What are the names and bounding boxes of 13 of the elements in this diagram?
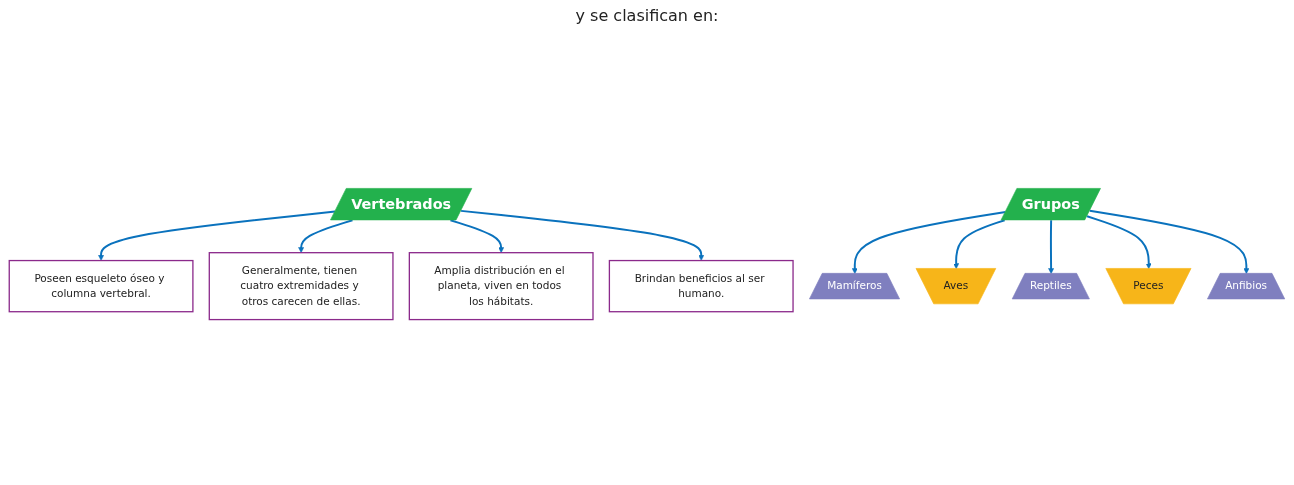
note-text: y se clasifican en: xyxy=(575,6,719,25)
arrow xyxy=(460,209,705,261)
node-box: Brindan beneficios al ser humano. xyxy=(608,259,794,313)
arrow xyxy=(953,219,1006,269)
arrow xyxy=(1086,215,1152,269)
node-box: Amplia distribución en el planeta, viven en todos los hábitats. xyxy=(408,252,594,321)
arrow xyxy=(449,219,505,253)
arrow xyxy=(1088,209,1250,274)
node-box: Poseen esqueleto óseo y columna vertebral. xyxy=(8,259,194,313)
arrow xyxy=(1048,219,1054,274)
node-box: Generalmente, tienen cuatro extremidades y otros carecen de ellas. xyxy=(208,252,394,321)
arrow xyxy=(851,210,1007,274)
arrow xyxy=(298,219,354,253)
